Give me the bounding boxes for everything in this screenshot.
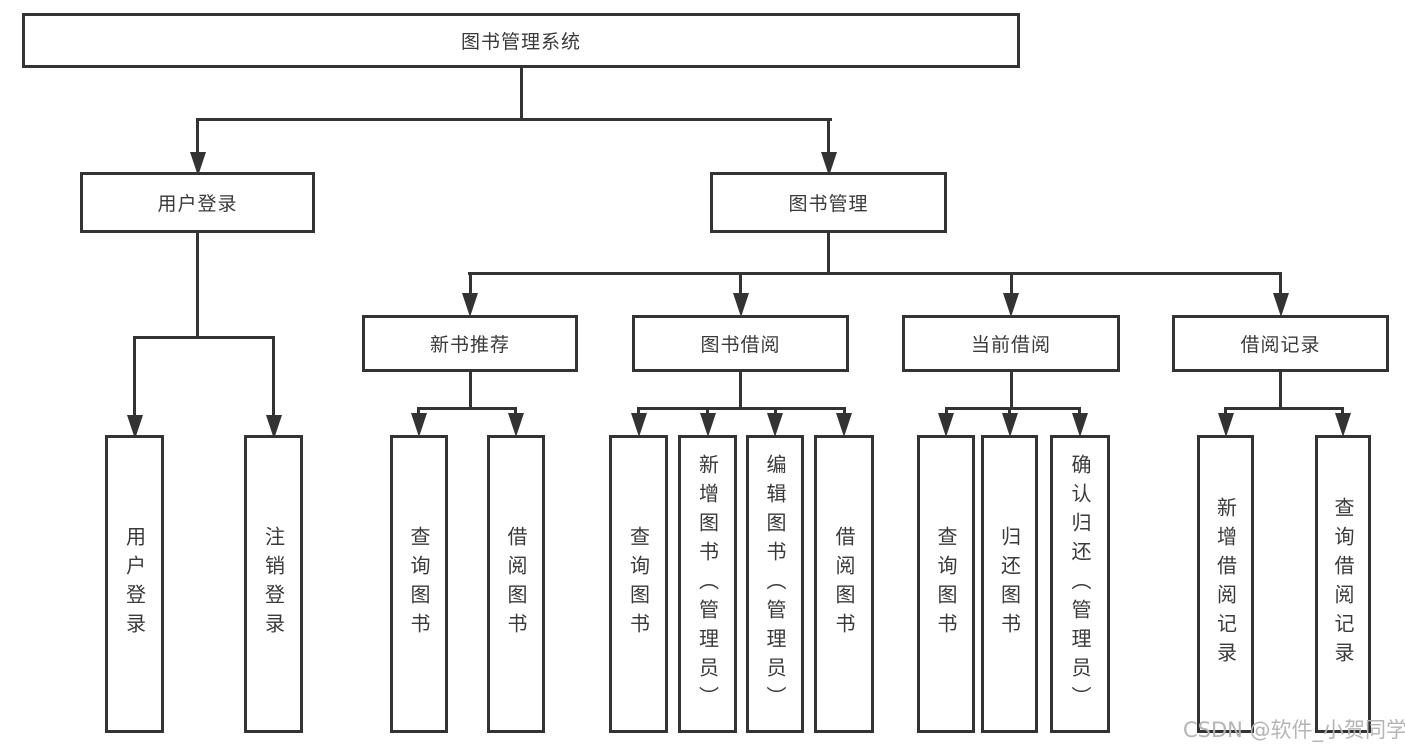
connector-drop-query-books-2 [637, 407, 640, 415]
arrowhead-query-books-3 [938, 413, 954, 437]
leaf-label: 确认归还（管理员） [1068, 453, 1092, 715]
connector-drop-leaf-user-login [133, 336, 136, 415]
arrowhead-user-login [190, 152, 206, 176]
leaf-label: 查询图书 [626, 526, 651, 642]
node-label: 图书管理系统 [460, 31, 581, 53]
connector-drop-query-books-1 [417, 407, 420, 415]
leaf-return-books: 归还图书 [981, 435, 1038, 733]
arrowhead-borrow-books-1 [508, 413, 524, 437]
leaf-label: 注销登录 [261, 526, 286, 642]
leaf-label: 查询借阅记录 [1331, 497, 1355, 671]
connector-book-borrowing-stem [739, 370, 742, 408]
connector-drop-edit-book [774, 407, 777, 415]
connector-user-login-bus [133, 336, 275, 339]
node-new-book-recommend: 新书推荐 [362, 315, 578, 372]
leaf-user-login: 用户登录 [105, 435, 164, 733]
connector-drop-borrow-books-2 [843, 407, 846, 415]
leaf-confirm-return-admin: 确认归还（管理员） [1050, 435, 1110, 733]
leaf-query-books-1: 查询图书 [390, 435, 448, 733]
node-label: 借阅记录 [1240, 334, 1321, 356]
connector-drop-add-borrow-record [1224, 407, 1227, 415]
leaf-label: 新增借阅记录 [1213, 497, 1238, 671]
leaf-logout: 注销登录 [244, 435, 303, 733]
node-borrowing-records: 借阅记录 [1172, 315, 1389, 372]
connector-level3-bus [468, 272, 1282, 275]
node-label: 图书管理 [788, 193, 869, 215]
arrowhead-return-books [1002, 413, 1018, 437]
leaf-label: 新增图书（管理员） [695, 453, 720, 715]
connector-current-borrowing-stem [1010, 370, 1013, 408]
leaf-label: 用户登录 [122, 526, 147, 642]
node-label: 用户登录 [157, 193, 238, 215]
arrowhead-add-book [700, 413, 716, 437]
leaf-label: 查询图书 [934, 526, 958, 642]
connector-drop-leaf-logout [272, 336, 275, 415]
connector-drop-book-borrowing [739, 272, 742, 294]
arrowhead-book-borrowing [733, 293, 749, 317]
leaf-query-books-2: 查询图书 [609, 435, 668, 733]
connector-root-stem [520, 66, 523, 119]
leaf-borrow-books-1: 借阅图书 [487, 435, 545, 733]
leaf-edit-book-admin: 编辑图书（管理员） [746, 435, 804, 733]
connector-drop-borrowing-records [1279, 272, 1282, 294]
connector-book-borrowing-bus [637, 407, 846, 410]
connector-user-login-stem [196, 233, 199, 337]
node-book-management: 图书管理 [710, 172, 947, 233]
connector-drop-add-book [706, 407, 709, 415]
arrowhead-confirm-return [1072, 413, 1088, 437]
arrowhead-leaf-logout [266, 415, 282, 439]
connector-book-management-stem [827, 233, 830, 274]
csdn-watermark: CSDN @软件_小贺同学 [1183, 718, 1405, 742]
connector-borrowing-records-bus [1224, 407, 1344, 410]
arrowhead-current-borrowing [1003, 293, 1019, 317]
connector-new-book-stem [469, 370, 472, 408]
arrowhead-query-books-1 [411, 413, 427, 437]
connector-level2-bus [196, 118, 832, 121]
arrowhead-edit-book [767, 413, 783, 437]
arrowhead-borrow-books-2 [836, 413, 852, 437]
connector-current-borrowing-bus [945, 407, 1081, 410]
arrowhead-new-book [462, 293, 478, 317]
arrowhead-add-borrow-record [1218, 413, 1234, 437]
connector-new-book-bus [417, 407, 517, 410]
node-book-borrowing: 图书借阅 [632, 315, 849, 372]
arrowhead-leaf-user-login [127, 415, 143, 439]
leaf-label: 借阅图书 [832, 526, 856, 642]
connector-drop-borrow-books-1 [514, 407, 517, 415]
node-label: 当前借阅 [970, 334, 1051, 356]
leaf-add-borrow-record: 新增借阅记录 [1197, 435, 1254, 733]
leaf-add-book-admin: 新增图书（管理员） [678, 435, 737, 733]
arrowhead-query-borrow-record [1335, 413, 1351, 437]
arrowhead-borrowing-records [1273, 293, 1289, 317]
connector-drop-confirm-return [1078, 407, 1081, 415]
leaf-borrow-books-2: 借阅图书 [814, 435, 874, 733]
node-current-borrowing: 当前借阅 [902, 315, 1120, 372]
leaf-label: 归还图书 [997, 526, 1022, 642]
connector-drop-user-login [196, 118, 199, 154]
node-user-login: 用户登录 [80, 172, 315, 233]
node-label: 图书借阅 [700, 334, 781, 356]
leaf-label: 查询图书 [407, 526, 431, 642]
connector-borrowing-records-stem [1279, 370, 1282, 408]
leaf-label: 借阅图书 [504, 526, 528, 642]
leaf-query-borrow-record: 查询借阅记录 [1315, 435, 1371, 733]
arrowhead-book-management [821, 152, 837, 176]
connector-drop-current-borrowing [1010, 272, 1013, 294]
connector-drop-query-books-3 [945, 407, 948, 415]
arrowhead-query-books-2 [631, 413, 647, 437]
connector-drop-new-book [469, 272, 472, 294]
connector-drop-query-borrow-record [1341, 407, 1344, 415]
connector-drop-book-management [827, 118, 830, 154]
leaf-query-books-3: 查询图书 [917, 435, 975, 733]
node-library-management-system: 图书管理系统 [22, 13, 1020, 68]
leaf-label: 编辑图书（管理员） [763, 453, 787, 715]
connector-drop-return-books [1008, 407, 1011, 415]
node-label: 新书推荐 [429, 334, 510, 356]
